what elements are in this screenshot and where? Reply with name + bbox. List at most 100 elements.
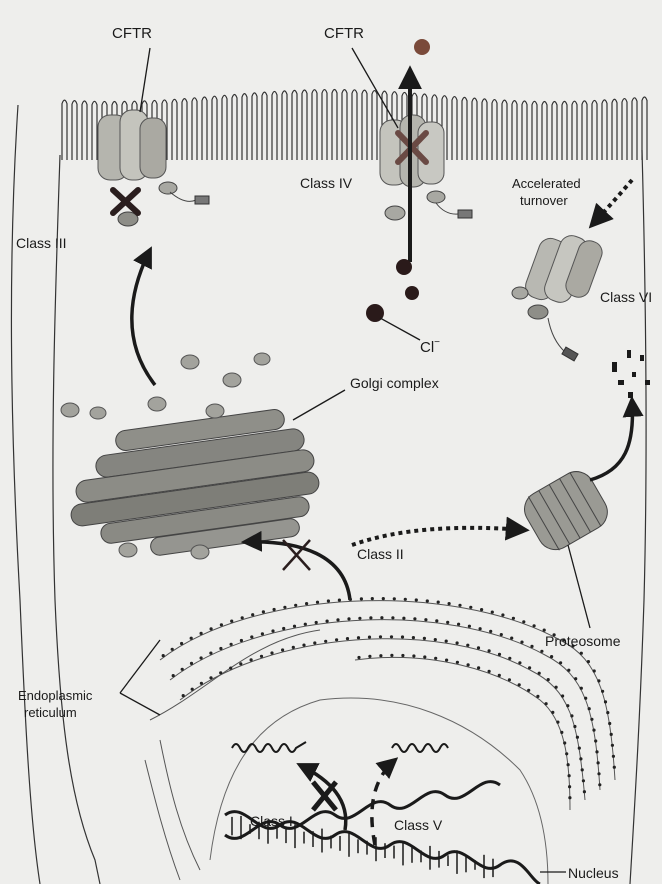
ribosome-dot [580,652,583,655]
ribosome-dot [369,616,372,619]
ribosome-dot [446,621,449,624]
ribosome-dot [239,662,242,665]
ribosome-dot [518,683,521,686]
ribosome-dot [543,629,546,632]
ribosome-dot [434,638,437,641]
ribosome-dot [304,623,307,626]
cftr-left-pointer [140,48,150,112]
ribosome-dot [565,752,568,755]
ribosome-dot [597,679,600,682]
ribosome-dot [520,641,523,644]
ribosome-dot [347,617,350,620]
ribosome-dot [162,654,165,657]
ribosome-dot [191,688,194,691]
ribosome-dot [457,623,460,626]
ribosome-dot [294,604,297,607]
ribosome-dot [568,785,571,788]
ribosome-dot [612,755,615,758]
ribosome-dot [327,599,330,602]
ion-top [414,39,430,55]
ribosome-dot [593,669,596,672]
ribosome-dot [357,656,360,659]
ribosome-dot [469,606,472,609]
ribosome-dot [326,620,329,623]
ribosome-dot [316,601,319,604]
ribosome-dot [423,655,426,658]
ribosome-dot [358,617,361,620]
ribosome-dot [200,656,203,659]
ribosome-dot [547,678,550,681]
ribosome-dot [491,611,494,614]
ribosome-dot [200,632,203,635]
ribosome-dot [401,654,404,657]
ribosome-dot [488,649,491,652]
ribosome-dot [545,702,548,705]
ribosome-dot [445,640,448,643]
ribosome-dot [220,623,223,626]
label-er-1: Endoplasmic [18,688,93,703]
ribosome-dot [379,654,382,657]
ribosome-dot [283,606,286,609]
ribosome-dot [581,768,584,771]
ribosome-dot [190,662,193,665]
ribosome-dot [412,636,415,639]
ribosome-dot [412,654,415,657]
ribosome-dot [584,697,587,700]
ribosome-dot [305,602,308,605]
ribosome-dot [273,608,276,611]
ribosome-dot [522,620,525,623]
ribosome-dot [415,598,418,601]
ribosome-dot [368,655,371,658]
membrane-right-edge [630,150,646,884]
ribosome-dot [536,695,539,698]
ribosome-dot [518,661,521,664]
ribosome-dot [527,689,530,692]
cftr-channel-class-vi [512,232,605,361]
accelerated-turnover-arrow [592,180,632,225]
blocked-x-class-ii [283,540,310,570]
ribosome-dot [209,676,212,679]
ribosome-dot [380,616,383,619]
ribosome-dot [281,648,284,651]
ribosome-dot [229,667,232,670]
ribosome-dot [200,682,203,685]
ribosome-dot [610,733,613,736]
ribosome-dot [598,783,601,786]
ribosome-dot [404,598,407,601]
ribosome-dot [357,636,360,639]
ribosome-dot [578,747,581,750]
ribosome-dot [582,779,585,782]
ribosome-dot [240,639,243,642]
ribosome-dot [477,646,480,649]
ribosome-dot [426,599,429,602]
ribosome-dot [171,648,174,651]
ribosome-dot [540,650,543,653]
mrna-strand-left [232,742,306,752]
ribosome-dot [180,642,183,645]
label-turnover: turnover [520,193,568,208]
misfolded-to-proteosome-arrow [352,528,525,545]
ribosome-dot [597,772,600,775]
ribosome-dot [250,658,253,661]
ribosome-dot [424,618,427,621]
ribosome-dot [568,796,571,799]
transport-arrow-class-ii [245,542,350,600]
ribosome-dot [270,651,273,654]
ribosome-dot [579,757,582,760]
ribosome-dot [563,741,566,744]
ribosome-dot [434,657,437,660]
ribosome-dot [508,678,511,681]
ribosome-dot [382,597,385,600]
ribosome-dot [508,657,511,660]
membrane-left-outer [11,105,40,884]
ribosome-dot [219,647,222,650]
ribosome-dot [401,635,404,638]
blocked-x-class-i [313,782,336,810]
ribosome-dot [262,610,265,613]
degraded-fragments [612,350,650,398]
ribosome-dot [601,690,604,693]
ribosome-dot [271,629,274,632]
ribosome-dot [466,644,469,647]
ribosome-dot [448,602,451,605]
ribosome-dot [172,674,175,677]
